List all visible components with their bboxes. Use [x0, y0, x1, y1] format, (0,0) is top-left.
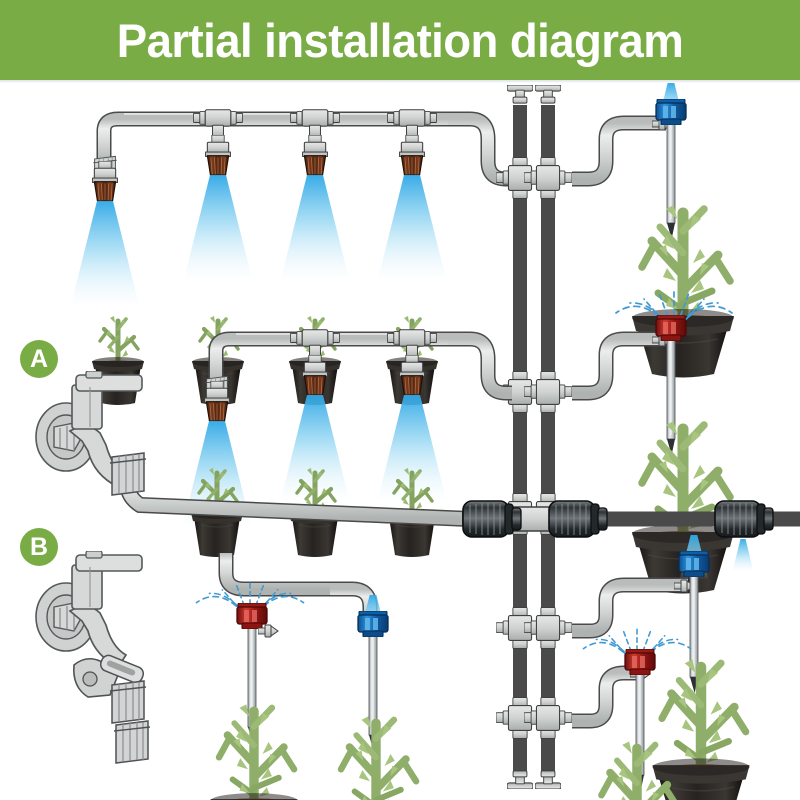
quick-connect-coupling — [548, 500, 608, 538]
potted-plant — [632, 205, 734, 378]
header-banner: Partial installation diagram — [0, 0, 800, 80]
mister-row-1 — [71, 109, 448, 405]
sprinkler-station-red — [195, 579, 305, 800]
legend-badge-b: B — [20, 528, 58, 566]
wall-faucet-a — [35, 371, 147, 496]
mister-assembly — [378, 109, 446, 279]
sprinkler-head-blue — [678, 551, 710, 577]
potted-plant — [652, 659, 749, 800]
branch-pipe-top-right — [572, 115, 673, 187]
mister-assembly — [71, 155, 139, 305]
mister-assembly — [281, 109, 349, 279]
connector-pipe-row1 — [448, 111, 512, 187]
pipe-end-cap — [535, 85, 561, 104]
lower-branch-right-lower — [572, 665, 651, 729]
quick-connect-adapter — [72, 654, 151, 764]
page-title: Partial installation diagram — [116, 13, 684, 67]
hose-connector-nut — [109, 452, 147, 496]
pipe-end-cap — [507, 770, 533, 789]
quick-connect-coupling — [714, 500, 774, 538]
sprinkler-head-red — [236, 603, 268, 629]
legend-badge-b-label: B — [29, 532, 49, 561]
tee-fitting — [524, 607, 572, 649]
sprinkler-head-blue — [357, 611, 389, 637]
sprinkler-station-blue — [330, 581, 420, 800]
lower-branch-right-upper — [572, 577, 695, 639]
diagram-canvas — [0, 83, 800, 800]
tee-fitting — [524, 697, 572, 739]
sprinkler-head-red — [624, 649, 656, 675]
sprinkler-head-blue — [655, 99, 687, 125]
header-divider — [0, 80, 800, 83]
legend-badge-a-label: A — [29, 344, 49, 373]
lower-branch-left — [218, 553, 330, 597]
vertical-riser-manifold — [496, 85, 572, 789]
pipe-end-cap — [535, 770, 561, 789]
legend-badge-a: A — [20, 340, 58, 378]
potted-plant — [332, 716, 419, 800]
potted-plant — [210, 704, 297, 800]
mister-assembly — [184, 109, 252, 279]
quick-connect-coupling — [462, 500, 522, 538]
tee-fitting — [524, 157, 572, 199]
branch-pipe-mid-right — [572, 331, 673, 401]
connector-pipe-row2 — [448, 331, 512, 401]
sprinkler-head-red — [655, 315, 687, 341]
wall-faucet-b — [35, 551, 151, 764]
tee-fitting — [524, 371, 572, 413]
pipe-end-cap — [507, 85, 533, 104]
mister-row-2 — [183, 329, 448, 557]
